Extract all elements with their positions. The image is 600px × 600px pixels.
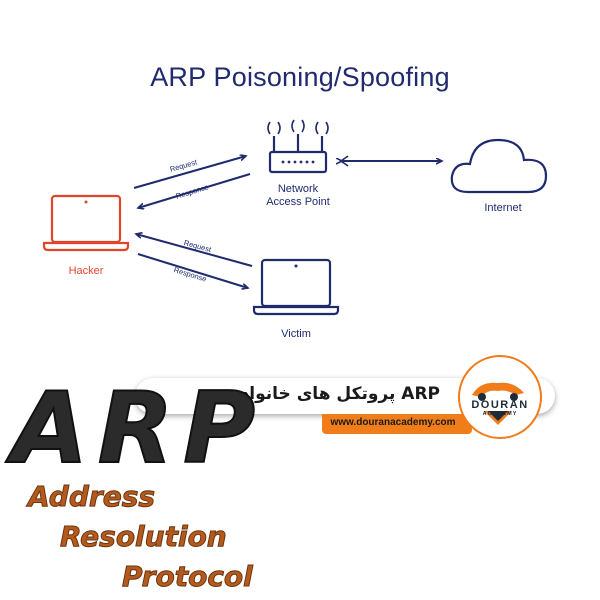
cloud-icon <box>450 138 548 194</box>
arrow-head-left <box>339 155 349 167</box>
diagram-title: ARP Poisoning/Spoofing <box>150 62 450 92</box>
banner-title: پروتکل های خانواده ARP <box>230 384 440 404</box>
acronym-line-resolution: Resolution <box>60 520 228 554</box>
response-arrow-top <box>138 173 251 208</box>
motorcycle-logo-icon <box>472 382 524 425</box>
response-arrow-bottom <box>137 253 248 288</box>
url-bar <box>322 414 472 434</box>
acronym-line-address: Address <box>27 480 156 514</box>
request-arrow-bottom <box>136 234 253 267</box>
victim-laptop-icon <box>252 258 340 316</box>
douran-logo <box>458 355 542 439</box>
logo-subtitle: ACADEMY <box>482 411 518 417</box>
router-icon <box>267 119 329 174</box>
logo-name: DOURAN <box>471 399 529 411</box>
acronym-line-protocol: Protocol <box>122 560 254 594</box>
hacker-label: Hacker <box>68 265 104 277</box>
hacker-laptop-icon <box>42 194 130 252</box>
request-arrow-top <box>133 156 246 189</box>
access-point-label: Network Access Point <box>266 183 330 208</box>
internet-label: Internet <box>484 202 522 214</box>
website-url[interactable]: www.douranacademy.com <box>330 417 456 428</box>
acronym-text: ARP <box>11 371 266 487</box>
victim-label: Victim <box>281 328 311 340</box>
